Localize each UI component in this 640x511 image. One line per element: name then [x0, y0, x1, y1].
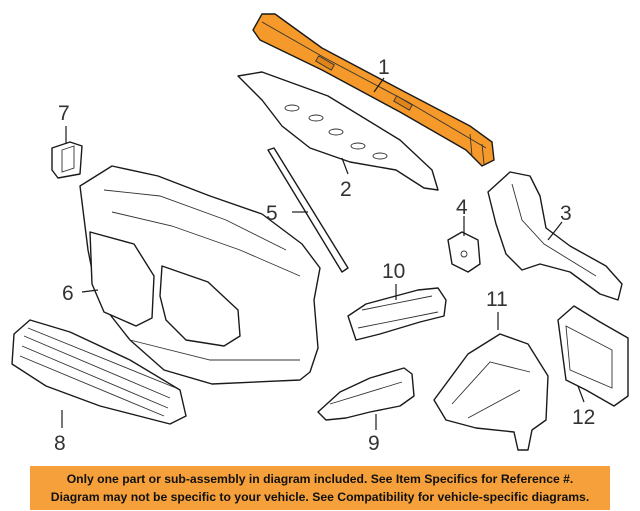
- callout-5: 5: [266, 202, 278, 225]
- part-12-side-panel: [557, 305, 629, 407]
- leader-3: [547, 221, 563, 241]
- part-6-top-ridge: [103, 189, 287, 251]
- part-3-side-duct: [487, 171, 623, 301]
- leader-lines: [61, 77, 585, 430]
- callout-6: 6: [62, 282, 74, 305]
- callout-1: 1: [378, 56, 390, 79]
- part-2-hole-e: [372, 152, 388, 160]
- part-2-hole-d: [350, 142, 366, 150]
- part-1-slot-a: [315, 55, 335, 71]
- part-1-slot-b: [393, 95, 413, 111]
- part-1-edge: [261, 21, 487, 149]
- part-4-bracket: [447, 231, 481, 273]
- part-7-clip: [51, 141, 83, 179]
- part-2-air-guide-panel: [237, 71, 439, 191]
- leader-6: [81, 289, 99, 293]
- part-10-air-duct: [347, 287, 447, 341]
- callout-11: 11: [486, 288, 508, 311]
- part-9-lower-duct: [317, 367, 415, 421]
- part-6-lower-ridge: [129, 339, 300, 361]
- callout-12: 12: [572, 406, 595, 429]
- part-8-lower-grille: [11, 319, 187, 425]
- part-9-body: [317, 367, 415, 421]
- part-6-mid-ridge: [111, 211, 301, 277]
- part-5-strut: [267, 147, 349, 273]
- part-1-upper-tie-bar: [252, 13, 495, 167]
- part-8-slats: [19, 327, 177, 417]
- part-9-detail: [329, 381, 403, 405]
- callout-4: 4: [456, 196, 468, 219]
- leader-12: [577, 385, 585, 403]
- callout-9: 9: [368, 432, 380, 455]
- part-5-body: [267, 147, 349, 273]
- part-2-hole-a: [284, 104, 300, 112]
- part-2-hole-c: [328, 128, 344, 136]
- part-6-grille-carrier: [79, 165, 321, 385]
- callout-2: 2: [340, 178, 352, 201]
- part-11-body: [433, 333, 549, 451]
- callout-numbers: 1 2 3 4 5 6 7 8 9 10 11 12: [54, 56, 595, 455]
- callout-10: 10: [382, 260, 405, 283]
- part-11-air-guide-housing: [433, 333, 549, 451]
- part-12-inner: [565, 325, 613, 389]
- disclaimer-line-1: Only one part or sub-assembly in diagram…: [66, 472, 574, 486]
- disclaimer-banner: Only one part or sub-assembly in diagram…: [30, 466, 610, 510]
- leader-2: [341, 157, 349, 175]
- part-11-detail: [451, 361, 531, 419]
- part-2-hole-b: [308, 114, 324, 122]
- part-10-body: [347, 287, 447, 341]
- part-7-body: [51, 141, 83, 179]
- callout-3: 3: [560, 202, 572, 225]
- part-1-body: [252, 13, 495, 167]
- disclaimer-line-2: Diagram may not be specific to your vehi…: [50, 490, 590, 504]
- part-4-hole: [460, 250, 468, 258]
- part-3-body: [487, 171, 623, 301]
- part-1-end: [469, 133, 485, 165]
- part-8-body: [11, 319, 187, 425]
- part-7-detail: [61, 145, 75, 173]
- part-6-grille-left: [89, 231, 155, 327]
- part-3-detail: [511, 183, 597, 277]
- part-6-grille-right: [159, 265, 241, 347]
- callout-8: 8: [54, 432, 66, 455]
- part-10-detail: [357, 295, 439, 329]
- callout-7: 7: [58, 102, 70, 125]
- parts-diagram: 1 2 3 4 5 6 7 8 9 10 11 12: [11, 13, 629, 455]
- leader-1: [373, 77, 385, 93]
